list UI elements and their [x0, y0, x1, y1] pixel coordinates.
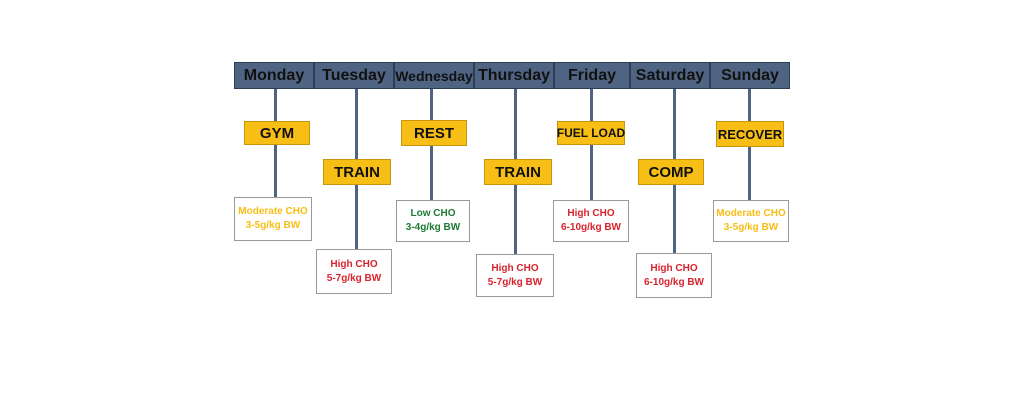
carb-range-wednesday: 3-4g/kg BW — [405, 222, 461, 233]
carb-box-tuesday: High CHO 5-7g/kg BW — [316, 249, 392, 294]
carb-range-sunday: 3-5g/kg BW — [723, 222, 779, 233]
carb-range-monday: 3-5g/kg BW — [245, 220, 301, 231]
day-header-sunday: Sunday — [710, 62, 790, 89]
carb-box-saturday: High CHO 6-10g/kg BW — [636, 253, 712, 298]
carb-range-tuesday: 5-7g/kg BW — [326, 272, 382, 284]
activity-box-monday: GYM — [244, 121, 310, 145]
activity-box-thursday: TRAIN — [484, 159, 552, 185]
carb-range-saturday: 6-10g/kg BW — [643, 276, 704, 288]
carb-box-sunday: Moderate CHO 3-5g/kg BW — [713, 200, 789, 242]
carb-level-saturday: High CHO — [650, 262, 698, 274]
carb-box-monday: Moderate CHO 3-5g/kg BW — [234, 197, 312, 241]
carb-level-sunday: Moderate CHO — [716, 208, 786, 219]
activity-box-tuesday: TRAIN — [323, 159, 391, 185]
carb-box-friday: High CHO 6-10g/kg BW — [553, 200, 629, 242]
carb-box-wednesday: Low CHO 3-4g/kg BW — [396, 200, 470, 242]
day-header-saturday: Saturday — [630, 62, 710, 89]
day-header-friday: Friday — [554, 62, 630, 89]
activity-box-wednesday: REST — [401, 120, 467, 146]
carb-level-thursday: High CHO — [491, 262, 539, 274]
day-header-monday: Monday — [234, 62, 314, 89]
carb-level-tuesday: High CHO — [330, 258, 378, 270]
carb-level-friday: High CHO — [567, 208, 615, 219]
carb-box-thursday: High CHO 5-7g/kg BW — [476, 254, 554, 297]
carb-range-friday: 6-10g/kg BW — [560, 222, 621, 233]
day-header-tuesday: Tuesday — [314, 62, 394, 89]
activity-box-friday: FUEL LOAD — [557, 121, 625, 145]
carb-range-thursday: 5-7g/kg BW — [487, 276, 543, 288]
carb-level-wednesday: Low CHO — [410, 208, 456, 219]
carb-level-monday: Moderate CHO — [238, 206, 308, 217]
activity-box-sunday: RECOVER — [716, 121, 784, 147]
day-header-thursday: Thursday — [474, 62, 554, 89]
activity-box-saturday: COMP — [638, 159, 704, 185]
day-header-wednesday: Wednesday — [394, 62, 474, 89]
